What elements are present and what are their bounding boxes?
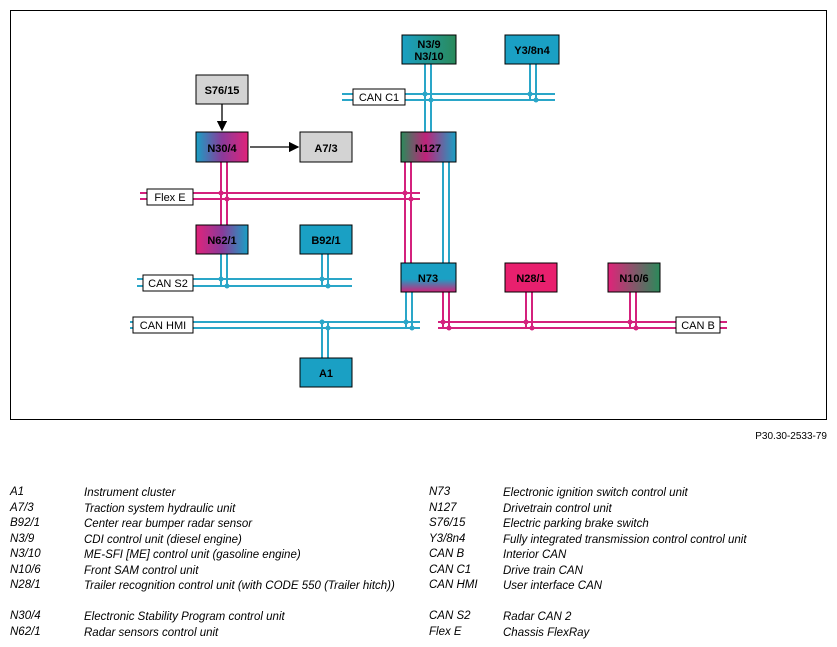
legend-code: N62/1 xyxy=(10,625,41,638)
node-s76-15: S76/15 xyxy=(195,74,249,105)
legend-code: CAN C1 xyxy=(429,563,472,576)
node-n73: N73 xyxy=(400,262,457,293)
legend-desc: Chassis FlexRay xyxy=(503,626,590,639)
legend-item: A7/3 Traction system hydraulic unit xyxy=(10,501,410,517)
legend-item: N3/9 CDI control unit (diesel engine) xyxy=(10,532,410,548)
svg-text:Flex E: Flex E xyxy=(154,192,185,204)
svg-text:Y3/8n4: Y3/8n4 xyxy=(514,45,550,57)
svg-text:A1: A1 xyxy=(319,368,333,380)
legend-item: Y3/8n4 Fully integrated transmission cont… xyxy=(429,532,829,548)
legend-item: CAN C1 Drive train CAN xyxy=(429,563,829,579)
legend-desc: CDI control unit (diesel engine) xyxy=(84,533,242,546)
legend-desc: Electronic Stability Program control uni… xyxy=(84,611,285,623)
node-n10-6: N10/6 xyxy=(607,262,661,293)
junction-dots xyxy=(218,91,639,331)
node-y3-8n4: Y3/8n4 xyxy=(504,34,560,65)
bus-label-can-s2: CAN S2 xyxy=(142,274,194,292)
legend-code: B92/1 xyxy=(10,517,41,529)
svg-text:N73: N73 xyxy=(418,273,438,285)
legend-item: CAN HMI User interface CAN xyxy=(429,578,829,609)
network-diagram: CAN C1 Flex E CAN S2 CAN HMI CAN B S76/1… xyxy=(10,10,827,420)
node-a1: A1 xyxy=(299,357,353,388)
node-n30-4: N30/4 xyxy=(195,131,249,163)
legend-code: N73 xyxy=(429,486,451,498)
svg-text:CAN B: CAN B xyxy=(681,320,715,332)
legend-desc: Drive train CAN xyxy=(503,564,583,577)
svg-text:N30/4: N30/4 xyxy=(207,143,237,155)
legend-desc: Center rear bumper radar sensor xyxy=(84,518,253,530)
legend-item: S76/15 Electric parking brake switch xyxy=(429,516,829,532)
legend-code: CAN HMI xyxy=(429,579,478,591)
bus-label-can-c1: CAN C1 xyxy=(352,88,406,106)
legend-desc: ME-SFI [ME] control unit (gasoline engin… xyxy=(84,549,301,561)
legend-desc: Electronic ignition switch control unit xyxy=(503,487,688,499)
svg-text:CAN S2: CAN S2 xyxy=(148,278,188,290)
legend-desc: Radar CAN 2 xyxy=(503,611,572,623)
legend-item: CAN B Interior CAN xyxy=(429,547,829,563)
legend-desc: Electric parking brake switch xyxy=(503,518,649,530)
legend-desc: Interior CAN xyxy=(503,549,567,561)
legend-item: N73 Electronic ignition switch control un… xyxy=(429,485,829,501)
legend-code: N28/1 xyxy=(10,579,41,591)
svg-text:N28/1: N28/1 xyxy=(516,273,545,285)
legend-code: N127 xyxy=(429,501,457,514)
diagram-frame xyxy=(10,10,827,420)
legend-desc: Traction system hydraulic unit xyxy=(84,502,236,515)
legend-item: B92/1 Center rear bumper radar sensor xyxy=(10,516,410,532)
node-n62-1: N62/1 xyxy=(195,224,249,255)
legend-item: N3/10 ME-SFI [ME] control unit (gasoline … xyxy=(10,547,410,563)
legend-item: N62/1 Radar sensors control unit xyxy=(10,625,410,641)
svg-text:N62/1: N62/1 xyxy=(207,235,236,247)
svg-text:N3/9: N3/9 xyxy=(417,39,440,51)
node-n127: N127 xyxy=(400,131,457,163)
figure-id: P30.30-2533-79 xyxy=(755,431,827,442)
legend-code: S76/15 xyxy=(429,517,466,529)
svg-text:CAN C1: CAN C1 xyxy=(359,92,399,104)
legend-item: N127 Drivetrain control unit xyxy=(429,501,829,517)
legend-code: Flex E xyxy=(429,625,462,638)
legend-item: N30/4 Electronic Stability Program contro… xyxy=(10,609,410,625)
legend-item: CAN S2 Radar CAN 2 xyxy=(429,609,829,625)
legend-desc: Fully integrated transmission control co… xyxy=(503,533,747,546)
node-n3-9-n3-10: N3/9 N3/10 xyxy=(401,34,457,65)
svg-text:CAN HMI: CAN HMI xyxy=(140,320,186,332)
svg-text:N127: N127 xyxy=(415,143,441,155)
node-n28-1: N28/1 xyxy=(504,262,558,293)
legend-code: A1 xyxy=(10,486,25,498)
svg-text:N10/6: N10/6 xyxy=(619,273,648,285)
legend-code: N3/10 xyxy=(10,548,41,560)
svg-text:N3/10: N3/10 xyxy=(414,51,443,63)
node-a7-3: A7/3 xyxy=(299,131,353,163)
legend-code: N30/4 xyxy=(10,610,41,622)
bus-label-can-hmi: CAN HMI xyxy=(132,316,194,334)
legend-item: N10/6 Front SAM control unit xyxy=(10,563,410,579)
legend-code: A7/3 xyxy=(10,501,34,514)
legend-code: CAN S2 xyxy=(429,610,471,622)
legend-code: N3/9 xyxy=(10,532,35,545)
svg-text:B92/1: B92/1 xyxy=(311,235,340,247)
legend-desc: Instrument cluster xyxy=(84,487,176,499)
legend-code: CAN B xyxy=(429,548,465,560)
legend-left: A1 Instrument cluster A7/3 Traction system… xyxy=(10,485,410,640)
bus-label-can-b: CAN B xyxy=(675,316,721,334)
legend-right: N73 Electronic ignition switch control un… xyxy=(429,485,829,640)
legend-desc: Drivetrain control unit xyxy=(503,502,612,515)
legend-code: N10/6 xyxy=(10,563,41,576)
svg-text:A7/3: A7/3 xyxy=(314,143,337,155)
svg-text:S76/15: S76/15 xyxy=(205,85,240,97)
legend-desc: User interface CAN xyxy=(503,580,603,592)
legend-desc: Front SAM control unit xyxy=(84,564,199,577)
bus-label-flex-e: Flex E xyxy=(146,188,194,206)
node-b92-1: B92/1 xyxy=(299,224,353,255)
legend-code: Y3/8n4 xyxy=(429,532,466,545)
legend-item: N28/1 Trailer recognition control unit (w… xyxy=(10,578,410,609)
legend-item: Flex E Chassis FlexRay xyxy=(429,625,829,641)
legend-desc: Radar sensors control unit xyxy=(84,626,219,639)
legend-desc: Trailer recognition control unit (with C… xyxy=(84,580,395,592)
legend-item: A1 Instrument cluster xyxy=(10,485,410,501)
